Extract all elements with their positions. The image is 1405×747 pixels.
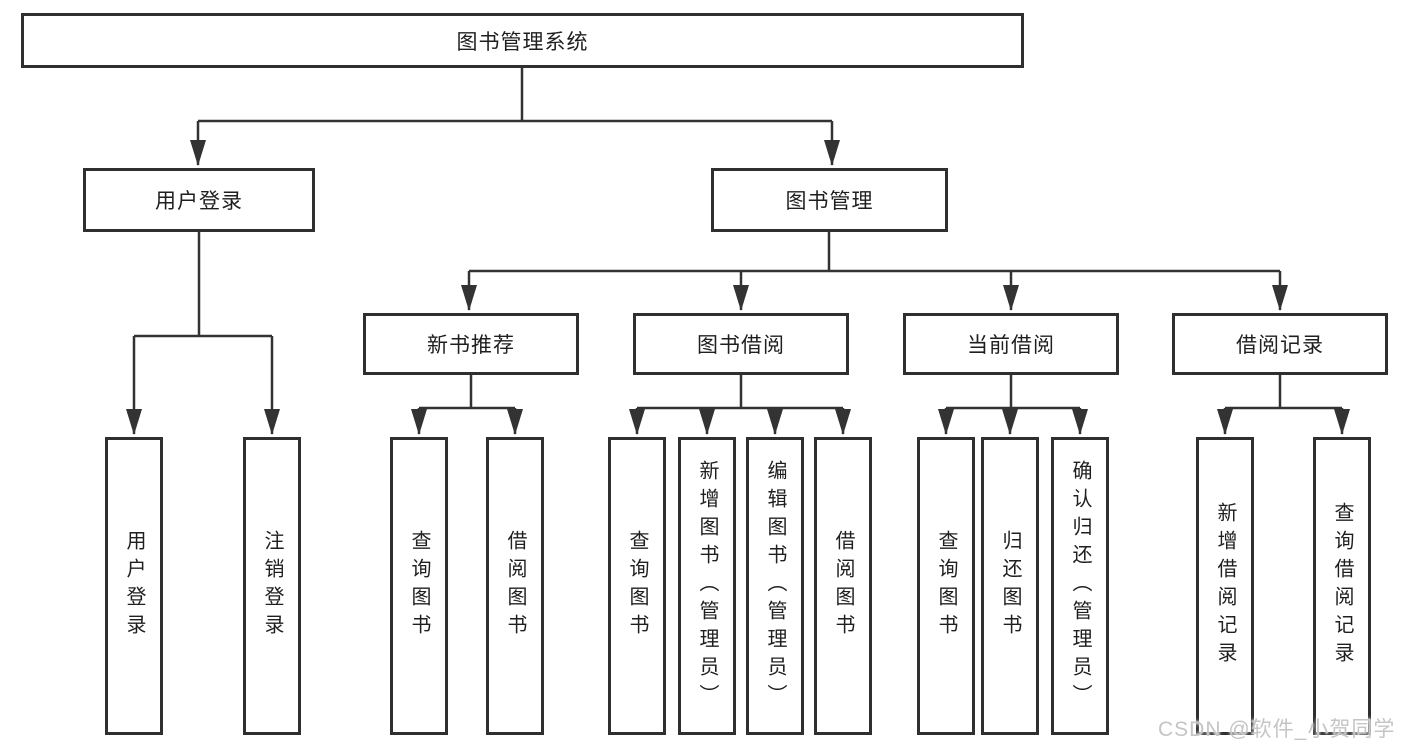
connector-book-borrow-children [629, 375, 851, 435]
node-book-borrow: 图书借阅 [633, 313, 849, 375]
connector-book-management-children [461, 232, 1288, 311]
leaf-label: 借阅图书 [832, 530, 854, 642]
leaf-label: 查询图书 [935, 530, 957, 642]
connector-new-book-children [411, 375, 523, 435]
leaf-query-books-borrow: 查询图书 [608, 437, 666, 735]
leaf-label: 查询图书 [408, 530, 430, 642]
leaf-label: 确认归还（管理员） [1069, 460, 1091, 712]
node-root: 图书管理系统 [21, 13, 1024, 68]
leaf-query-borrow-record: 查询借阅记录 [1313, 437, 1371, 735]
leaf-confirm-return-admin: 确认归还（管理员） [1051, 437, 1109, 735]
leaf-label: 新增图书（管理员） [696, 460, 718, 712]
leaf-borrow-books: 借阅图书 [814, 437, 872, 735]
node-user-login: 用户登录 [83, 168, 315, 232]
leaf-borrow-books-recommend: 借阅图书 [486, 437, 544, 735]
leaf-query-books-current: 查询图书 [917, 437, 975, 735]
leaf-add-book-admin: 新增图书（管理员） [678, 437, 736, 735]
leaf-add-borrow-record: 新增借阅记录 [1196, 437, 1254, 735]
leaf-label: 查询借阅记录 [1331, 502, 1353, 670]
leaf-label: 借阅图书 [504, 530, 526, 642]
leaf-label: 用户登录 [123, 530, 145, 642]
connector-user-login-children [126, 232, 280, 435]
leaf-label: 新增借阅记录 [1214, 502, 1236, 670]
connector-current-borrow-children [938, 375, 1088, 435]
node-book-management: 图书管理 [711, 168, 948, 232]
leaf-logout: 注销登录 [243, 437, 301, 735]
node-borrow-records: 借阅记录 [1172, 313, 1388, 375]
leaf-return-book: 归还图书 [981, 437, 1039, 735]
node-current-borrow: 当前借阅 [903, 313, 1119, 375]
leaf-label: 编辑图书（管理员） [764, 460, 786, 712]
csdn-watermark: CSDN @软件_小贺同学 [1158, 718, 1396, 741]
leaf-label: 归还图书 [999, 530, 1021, 642]
leaf-edit-book-admin: 编辑图书（管理员） [746, 437, 804, 735]
connector-borrow-records-children [1217, 375, 1350, 435]
leaf-user-login: 用户登录 [105, 437, 163, 735]
leaf-label: 注销登录 [261, 530, 283, 642]
connector-root-to-level2 [190, 68, 840, 166]
leaf-query-books-recommend: 查询图书 [390, 437, 448, 735]
leaf-label: 查询图书 [626, 530, 648, 642]
node-new-book-recommend: 新书推荐 [363, 313, 579, 375]
